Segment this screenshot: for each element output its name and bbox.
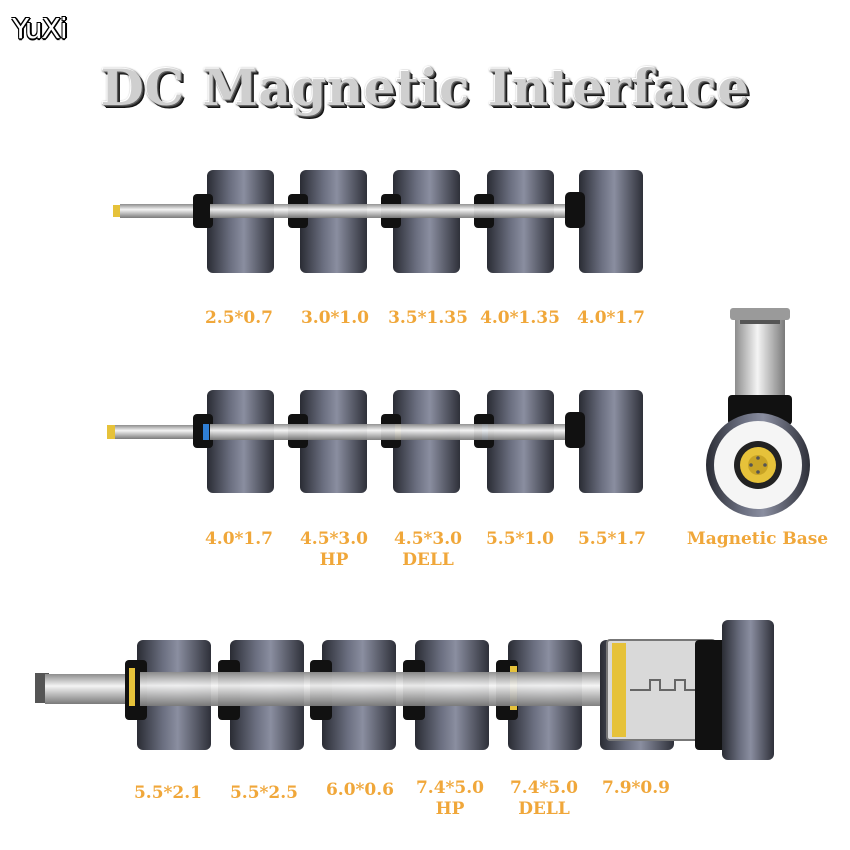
label-row1-5: 4.0*1.7 <box>576 308 646 328</box>
connector-4.0x1.35 <box>474 170 554 273</box>
label-row3-2: 5.5*2.5 <box>229 783 299 803</box>
label-row1-2: 3.0*1.0 <box>300 308 370 328</box>
label-row3-6: 7.9*0.9 <box>601 778 671 798</box>
connector-7.9x0.9 <box>600 639 716 750</box>
magnetic-base <box>706 308 810 517</box>
row3-pin <box>45 674 140 704</box>
connector-4.0x1.7 <box>193 390 274 493</box>
label-row2-1: 4.0*1.7 <box>204 529 274 549</box>
label-row1-4: 4.0*1.35 <box>480 308 560 328</box>
connector-5.5x1.0 <box>474 390 554 493</box>
brand-logo: YuXi <box>12 12 68 45</box>
magnetic-head-row3 <box>695 620 774 760</box>
magnetic-head-row1 <box>565 170 643 273</box>
connector-3.5x1.35 <box>381 170 460 273</box>
magnetic-head-row2 <box>565 390 643 493</box>
label-row3-3: 6.0*0.6 <box>325 780 395 800</box>
row2-connectors <box>107 390 643 493</box>
connector-2.5x0.7 <box>193 170 274 273</box>
connector-4.5x3.0-dell <box>381 390 460 493</box>
row1-connectors <box>113 170 643 273</box>
label-row3-1: 5.5*2.1 <box>133 783 203 803</box>
label-row2-5: 5.5*1.7 <box>577 529 647 549</box>
label-magnetic-base: Magnetic Base <box>686 529 829 549</box>
row1-pin <box>120 204 210 218</box>
connector-4.5x3.0-hp <box>288 390 367 493</box>
row2-pin <box>115 425 205 439</box>
row3-connectors <box>35 620 774 760</box>
label-row1-1: 2.5*0.7 <box>204 308 274 328</box>
page-title: DC Magnetic Interface <box>100 58 750 117</box>
label-row2-4: 5.5*1.0 <box>485 529 555 549</box>
label-row1-3: 3.5*1.35 <box>388 308 468 328</box>
connector-3.0x1.0 <box>288 170 367 273</box>
